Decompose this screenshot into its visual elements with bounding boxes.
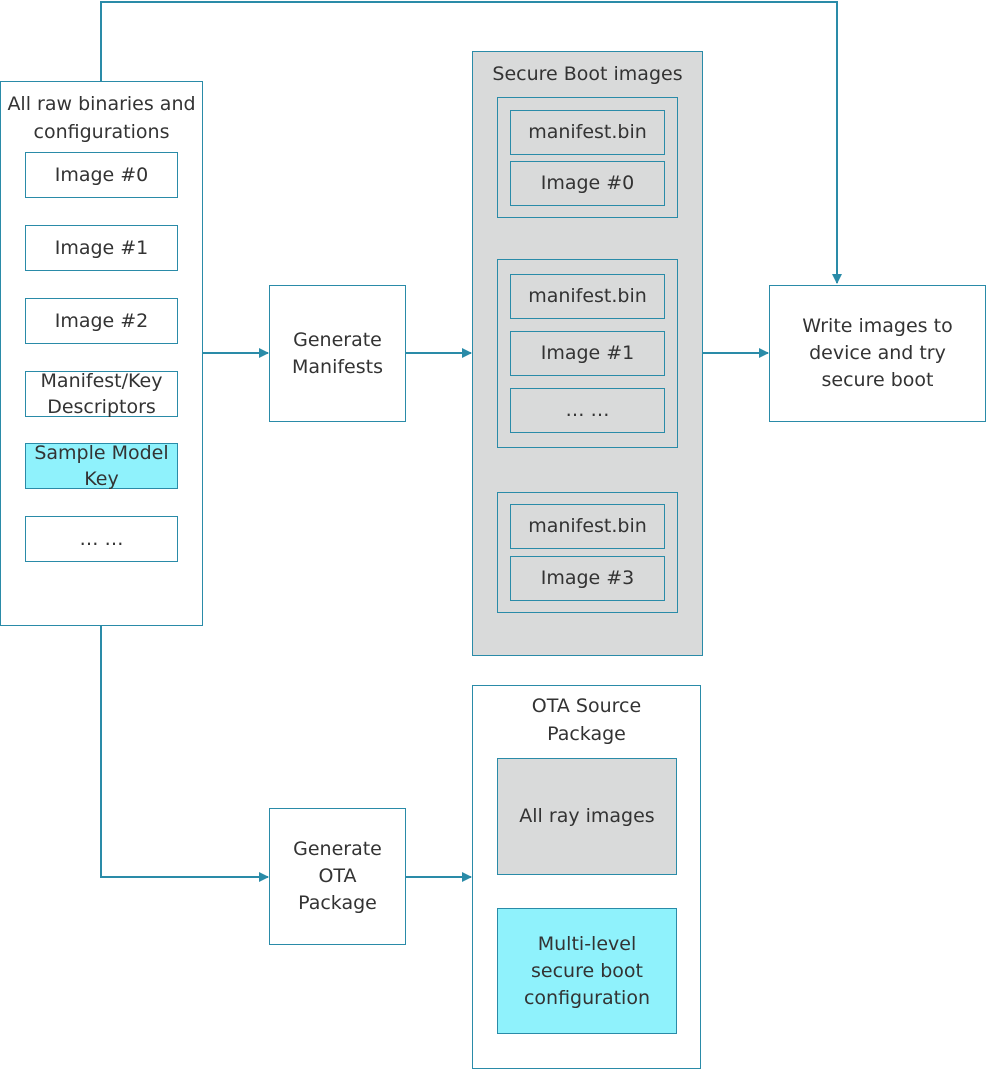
raw-binaries-title: All raw binaries and configurations [7,93,196,143]
manifest-key-descriptors: Manifest/Key Descriptors [25,370,178,418]
boot-stage-2-image: Image #3 [510,556,665,601]
boot-stage-0-image: Image #0 [510,161,665,206]
generate-ota-step: Generate OTA Package [269,808,406,945]
generate-manifests-step: Generate Manifests [269,285,406,422]
boot-stage-1-manifest: manifest.bin [510,274,665,319]
arrow-raw-to-generate-ota [100,626,269,882]
sample-model-key: Sample Model Key [25,442,178,490]
boot-stage-2-manifest: manifest.bin [510,504,665,549]
ota-raw-images: All ray images [497,758,677,875]
boot-stage-1-image: Image #1 [510,331,665,376]
ota-secure-boot-config: Multi-level secure boot configuration [497,908,677,1034]
raw-image-2: Image #2 [25,298,178,344]
arrow-raw-to-write [100,1,842,284]
boot-stage-1-more: … … [510,388,665,433]
raw-more-items: … … [25,516,178,562]
boot-stage-0-manifest: manifest.bin [510,110,665,155]
secure-boot-images-title: Secure Boot images [492,63,683,85]
raw-image-1: Image #1 [25,225,178,271]
ota-source-package-title: OTA Source Package [531,695,642,745]
raw-image-0: Image #0 [25,152,178,198]
write-images-step: Write images to device and try secure bo… [769,285,986,422]
